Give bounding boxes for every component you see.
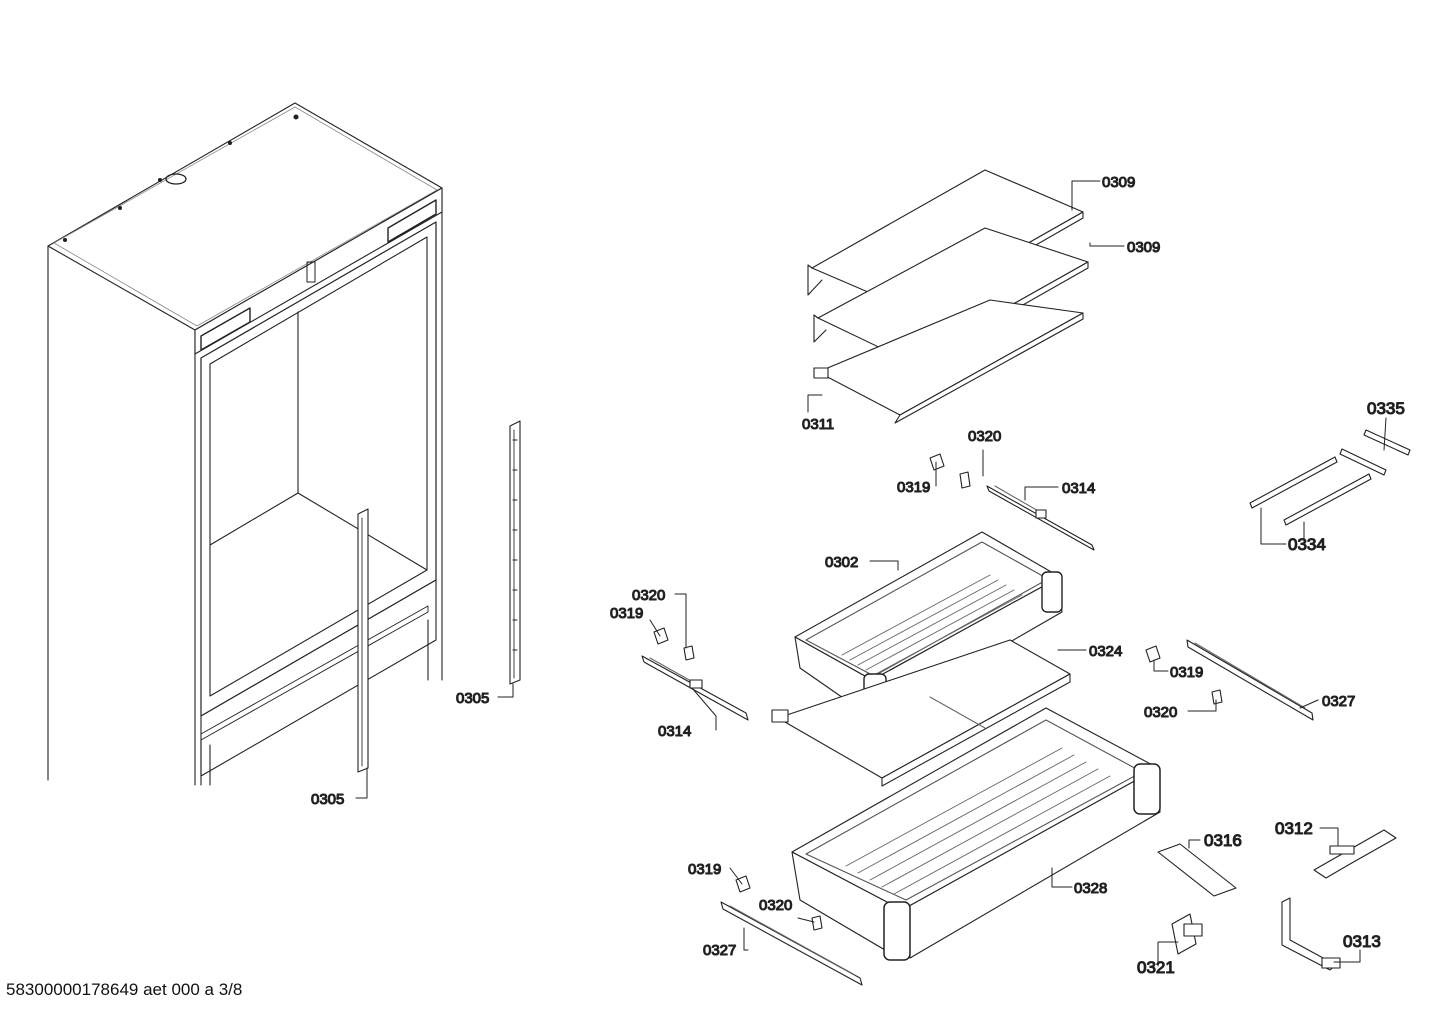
clip-part-0320-left: [683, 645, 695, 661]
trim-strip-part-0335: [1339, 429, 1411, 476]
part-label-0320-lower: 0320: [759, 897, 792, 914]
fridge-cabinet: [47, 102, 443, 786]
clip-part-0320-upper: [959, 471, 971, 489]
glass-shelf-0311-bottom: [813, 299, 1084, 424]
clip-part-0319-right: [1145, 645, 1161, 663]
part-labels: 0309 0309 0311 0335 0334 0320 0319 0314 …: [310, 173, 1405, 977]
part-label-0320-upper: 0320: [968, 428, 1001, 445]
glass-plate-part-0324: [771, 639, 1071, 787]
part-label-0314-lower: 0314: [658, 723, 691, 740]
rail-part-0327-right: [1186, 639, 1314, 721]
part-label-0320-right: 0320: [1144, 704, 1177, 721]
rail-part-0327-lower: [720, 901, 863, 986]
part-label-0321: 0321: [1137, 958, 1175, 977]
part-label-0314-upper: 0314: [1062, 480, 1095, 497]
rail-part-0314-lower: [641, 655, 749, 721]
cover-part-0316: [1157, 843, 1237, 897]
part-label-0328: 0328: [1074, 880, 1107, 897]
document-footer-id: 58300000178649 aet 000 a 3/8: [6, 980, 243, 999]
part-label-0311: 0311: [802, 416, 834, 433]
part-label-0324: 0324: [1089, 643, 1122, 660]
strip-part-0305-long: [509, 420, 521, 685]
part-label-0305-short: 0305: [311, 791, 344, 808]
drawer-part-0328: [791, 707, 1161, 961]
part-label-0309-middle: 0309: [1127, 239, 1160, 256]
bracket-part-0312: [1313, 829, 1397, 879]
clip-part-0320-lower: [811, 915, 823, 931]
clip-part-0320-right: [1211, 689, 1223, 705]
part-label-0319-right: 0319: [1170, 664, 1203, 681]
bracket-part-0313: [1281, 897, 1341, 971]
rail-part-0314-upper: [986, 485, 1095, 551]
part-label-0335: 0335: [1367, 399, 1405, 418]
part-label-0319-left: 0319: [610, 605, 643, 622]
part-label-0320-left: 0320: [632, 587, 665, 604]
part-label-0327-lower: 0327: [703, 942, 736, 959]
strip-part-0305-short: [357, 508, 369, 773]
part-label-0309-top: 0309: [1102, 174, 1135, 191]
part-label-0302: 0302: [825, 554, 858, 571]
clip-part-0319-upper: [929, 453, 945, 471]
part-label-0334: 0334: [1288, 535, 1326, 554]
part-label-0327-right: 0327: [1322, 693, 1355, 710]
leader-lines: [355, 180, 1387, 967]
part-label-0313: 0313: [1343, 932, 1381, 951]
bracket-part-0321: [1171, 913, 1203, 955]
part-label-0319-lower: 0319: [688, 861, 721, 878]
part-label-0305-long: 0305: [456, 690, 489, 707]
trim-strip-part-0334: [1249, 456, 1372, 526]
part-label-0319-upper: 0319: [897, 479, 930, 496]
part-label-0312: 0312: [1275, 819, 1313, 838]
part-label-0316: 0316: [1204, 831, 1242, 850]
